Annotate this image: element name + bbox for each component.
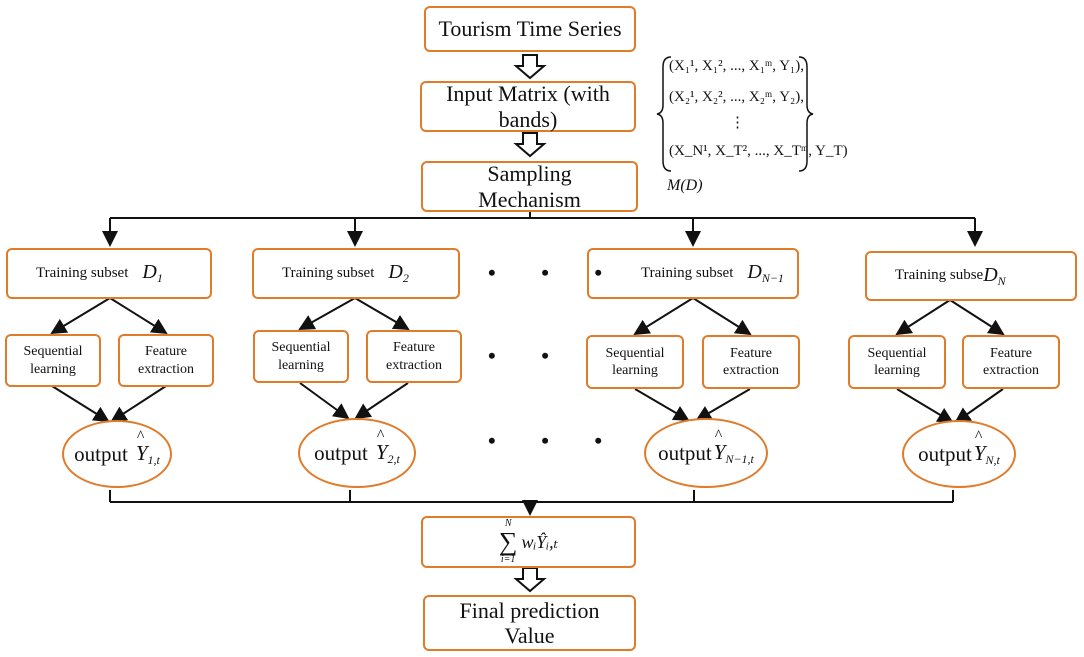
training-subset-n: Training subsе DN <box>865 251 1077 301</box>
subset-variable: DN <box>983 263 1006 288</box>
final-label-line1: Final prediction <box>459 597 600 623</box>
subset-variable: D1 <box>142 261 163 286</box>
output-oval-n-minus-1: output ^YN−1,t <box>644 418 768 488</box>
tourism-time-series-label: Tourism Time Series <box>438 16 622 42</box>
training-subset-label: Training subsе <box>895 267 984 284</box>
subset-variable: DN−1 <box>747 261 784 286</box>
matrix-row-1: (X₁¹, X₁², ..., X₁ᵐ, Y₁), <box>669 58 805 74</box>
training-subset-label: Training subset <box>282 264 375 281</box>
output-oval-1: output ^Y1,t <box>62 420 172 488</box>
y-hat-symbol: ^YN−1,t <box>713 426 754 466</box>
output-oval-n: output ^YN,t <box>902 420 1016 488</box>
matrix-row-dots: ⋮ <box>730 115 745 131</box>
input-matrix-box: Input Matrix (with bands) <box>420 81 636 132</box>
training-subset-1: Training subset D1 <box>6 248 212 299</box>
matrix-row-2: (X₂¹, X₂², ..., X₂ᵐ, Y₂), <box>669 89 805 105</box>
sampling-label-line1: Sampling <box>487 161 572 187</box>
training-subset-2: Training subset D2 <box>252 248 460 299</box>
subset-variable: D2 <box>388 261 409 286</box>
input-matrix-label-line1: Input Matrix (with <box>446 81 610 107</box>
branch-arrows <box>50 297 1005 424</box>
output-oval-2: output ^Y2,t <box>298 418 416 488</box>
left-brace-icon <box>656 56 672 172</box>
matrix-notation: (X₁¹, X₁², ..., X₁ᵐ, Y₁), (X₂¹, X₂², ...… <box>655 55 848 205</box>
sampling-label-line2: Mechanism <box>478 186 581 212</box>
sigma-icon: N ∑ i=1 <box>498 518 518 565</box>
collection-lines <box>109 490 954 516</box>
y-hat-symbol: ^Y2,t <box>375 426 400 466</box>
matrix-row-n: (X_N¹, X_T², ..., X_Tᵐ, Y_T) <box>669 143 848 159</box>
right-brace-icon <box>798 56 814 172</box>
tourism-time-series-box: Tourism Time Series <box>424 6 636 52</box>
distribution-lines <box>102 212 983 247</box>
final-label-line2: Value <box>504 623 555 648</box>
sampling-mechanism-box: Sampling Mechanism <box>421 161 638 212</box>
final-prediction-box: Final prediction Value <box>423 595 636 651</box>
matrix-name: M(D) <box>667 177 703 194</box>
ellipsis-outputs: • • • <box>488 428 623 453</box>
weighted-sum-box: N ∑ i=1 wᵢŶᵢ,ₜ <box>421 516 636 568</box>
ellipsis-subsets: • • • <box>488 260 623 285</box>
ellipsis-branches: • • • <box>488 343 623 368</box>
y-hat-symbol: ^Y1,t <box>135 427 160 467</box>
weighted-sum-formula: N ∑ i=1 wᵢŶᵢ,ₜ <box>498 518 559 565</box>
hollow-arrows <box>513 54 547 593</box>
input-matrix-label-line2: bands) <box>498 106 558 132</box>
training-subset-label: Training subset <box>641 264 734 281</box>
y-hat-symbol: ^YN,t <box>973 427 1000 467</box>
training-subset-label: Training subset <box>36 264 129 281</box>
training-subset-n-minus-1: Training subset DN−1 <box>587 248 799 299</box>
